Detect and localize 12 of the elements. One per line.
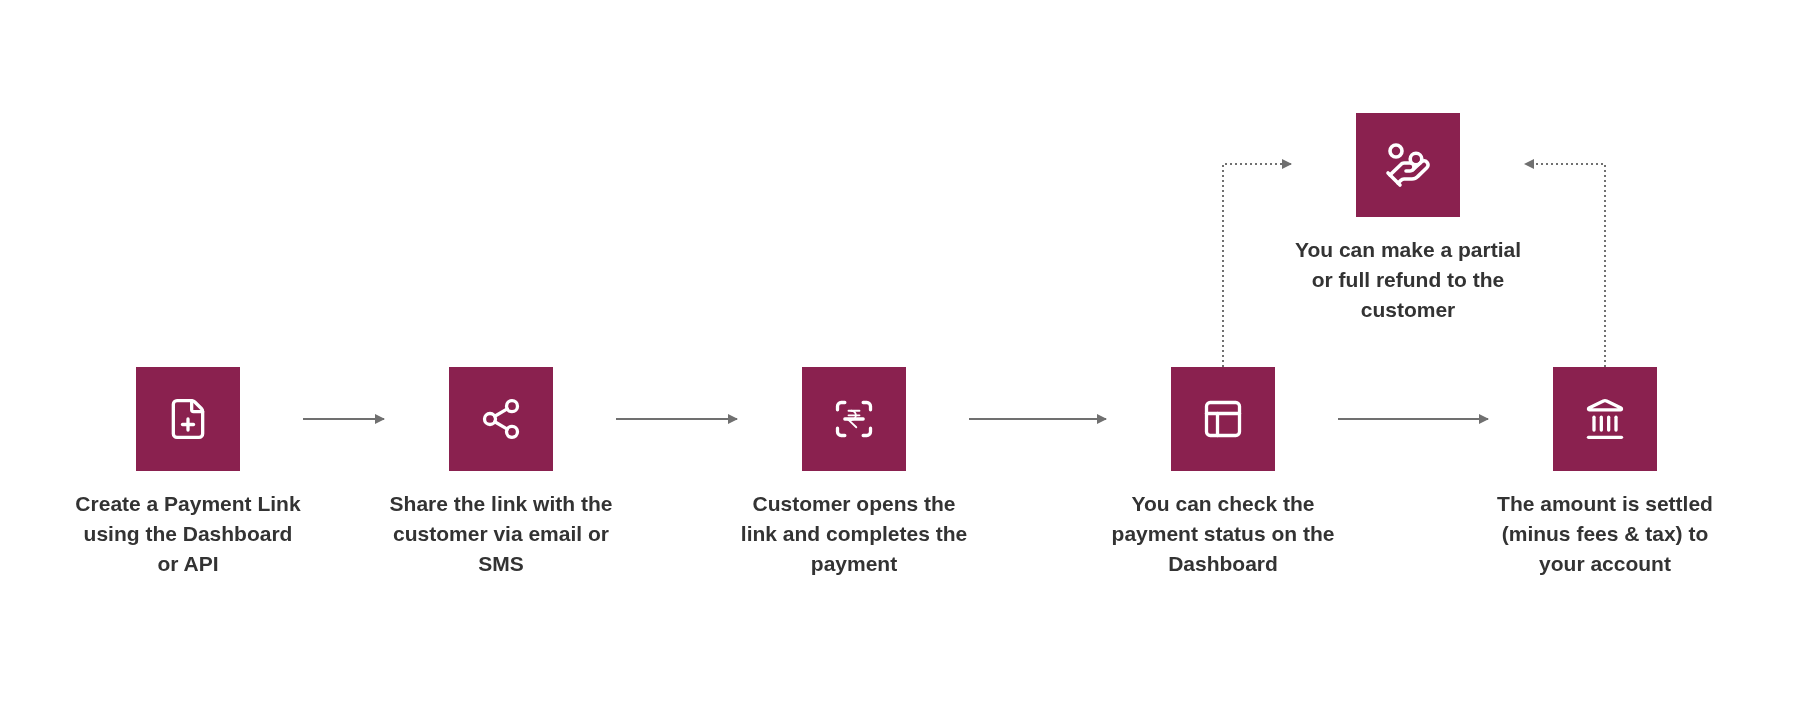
arrow: [968, 414, 1107, 424]
arrow: [1524, 159, 1606, 368]
step-caption: Create a Payment Link using the Dashboard or API: [74, 491, 302, 577]
step-caption: The amount is settled (minus fees & tax) to your account: [1496, 491, 1714, 577]
arrow: [1337, 414, 1489, 424]
step-caption: You can make a partial or full refund to the customer: [1293, 237, 1522, 323]
arrow: [302, 414, 385, 424]
step-caption: Customer opens the link and completes the payment: [739, 491, 969, 577]
arrow: [615, 414, 738, 424]
step-caption: Share the link with the customer via email or SMS: [388, 491, 614, 577]
step-caption: You can check the payment status on the Dashboard: [1110, 491, 1336, 577]
arrow: [1222, 159, 1292, 368]
